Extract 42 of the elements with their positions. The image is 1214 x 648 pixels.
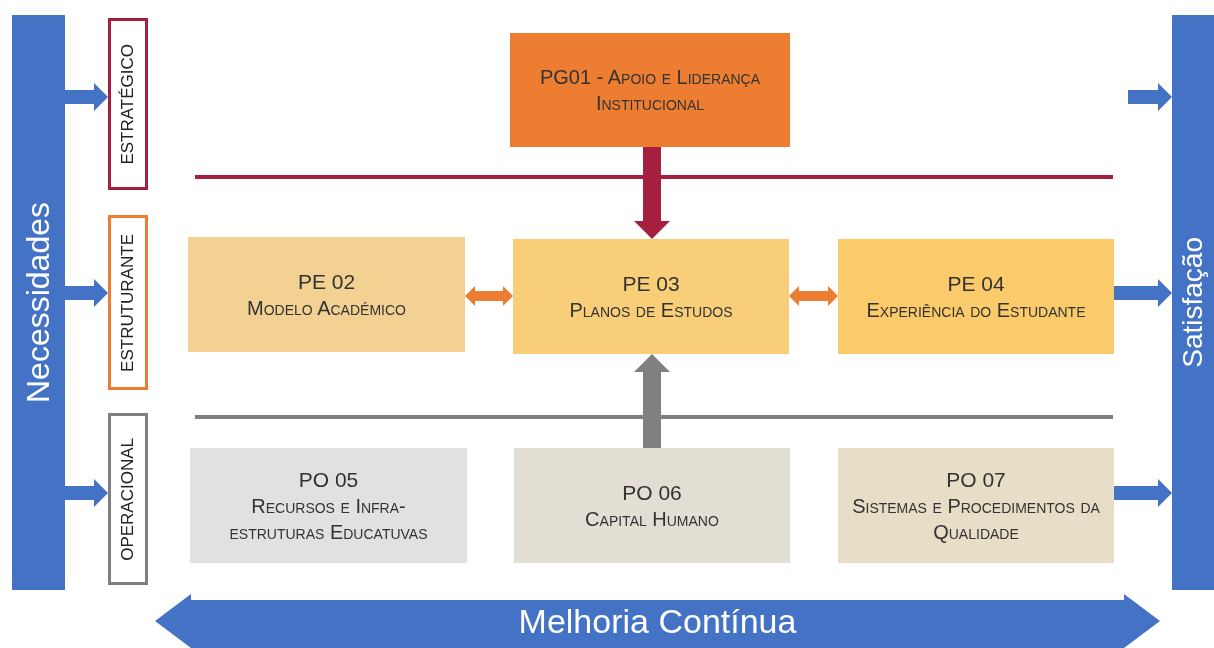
process-box (514, 448, 790, 563)
tier-label: OPERACIONAL (118, 437, 138, 561)
side-bar (12, 15, 65, 590)
process-title: Recursos e Infra-estruturas Educatuvas (228, 494, 429, 546)
process-title: Capital Humano (585, 507, 719, 533)
process-title: Planos de Estudos (569, 298, 733, 324)
side-bar (1172, 15, 1214, 590)
process-title: PG01 - Apoio e Liderança Institucional (538, 65, 762, 116)
block-arrow (465, 286, 513, 306)
process-code: PO 06 (622, 479, 682, 506)
process-code: PO 07 (946, 466, 1006, 493)
process-box (838, 239, 1114, 354)
block-arrow (1114, 279, 1172, 307)
process-box (838, 448, 1114, 563)
block-arrow (65, 83, 108, 111)
bar-label: Satisfação (1177, 237, 1209, 368)
process-code: PO 05 (298, 466, 359, 493)
tier-label-box (108, 413, 148, 585)
process-code: PE 04 (947, 270, 1005, 297)
double-arrow-band (155, 594, 1160, 648)
process-title: Sistemas e Procedimentos da Qualidade (852, 494, 1100, 546)
block-arrow (1114, 479, 1172, 507)
process-title: Modelo Académico (247, 296, 406, 322)
process-box (188, 237, 465, 352)
block-arrow (1128, 83, 1172, 111)
tier-label-box (108, 18, 148, 190)
block-arrow (789, 286, 838, 306)
process-box (510, 33, 790, 147)
block-arrow (65, 479, 108, 507)
band-label: Melhoria Contínua (518, 601, 797, 641)
tier-label: ESTRUTURANTE (118, 233, 138, 372)
process-box (190, 448, 467, 563)
block-arrow (634, 354, 670, 448)
process-title: Experiência do Estudante (866, 298, 1086, 324)
bar-label: Necessidades (20, 202, 57, 403)
process-code: PE 02 (297, 268, 356, 295)
block-arrow (65, 279, 108, 307)
block-arrow (634, 147, 670, 239)
tier-label: ESTRATÉGICO (118, 43, 138, 165)
process-box (513, 239, 789, 354)
process-code: PE 03 (622, 270, 680, 297)
tier-label-box (108, 215, 148, 390)
